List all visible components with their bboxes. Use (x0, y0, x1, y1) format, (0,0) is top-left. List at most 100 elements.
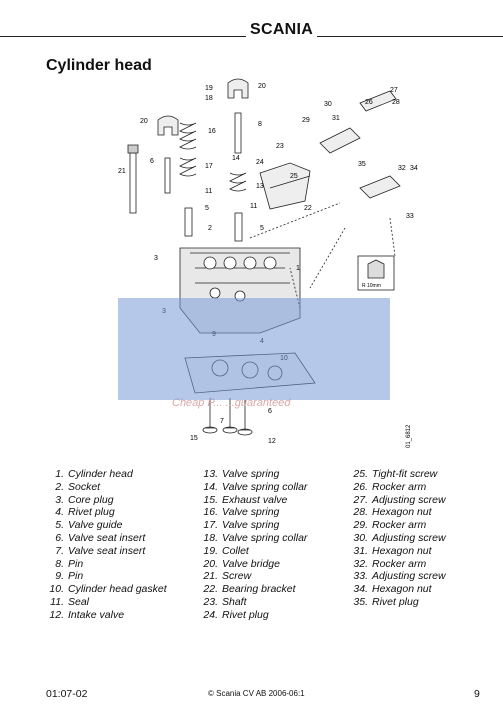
part-row: 24. Rivet plug (200, 609, 307, 622)
callout-number: 18 (205, 95, 213, 102)
part-row: 3. Core plug (46, 494, 167, 507)
part-name: Cylinder head (68, 468, 133, 480)
callout-number: 12 (268, 438, 276, 445)
callout-number: 35 (358, 161, 366, 168)
watermark-overlay (118, 298, 390, 400)
detail-label: R 10mm (362, 283, 381, 289)
part-name: Valve spring collar (222, 531, 308, 544)
part-name: Rocker arm (372, 519, 427, 532)
callout-number: 16 (208, 128, 216, 135)
part-number: 20. (203, 557, 218, 570)
callout-number: 6 (150, 158, 154, 165)
part-number: 15. (203, 493, 218, 506)
part-name: Cylinder head gasket (68, 583, 167, 596)
part-row: 5.Valve guide (46, 519, 167, 532)
part-name: Intake valve (68, 608, 125, 621)
valve-spring-17 (179, 157, 197, 177)
callout-number: 23 (276, 143, 284, 150)
part-name: Adjusting screw (372, 570, 446, 583)
part-row: 20. Valve bridge (200, 558, 307, 571)
part-name: Valve spring (222, 519, 280, 532)
callout-number: 25 (290, 173, 298, 180)
callout-number: 17 (205, 163, 213, 170)
part-name: Valve spring (222, 506, 280, 519)
part-number: 9. (55, 570, 64, 583)
part-number: 24. (203, 608, 218, 621)
part-name: Rocker arm (372, 557, 427, 570)
callout-number: 13 (256, 183, 264, 190)
part-row: 29. Rocker arm (350, 519, 446, 532)
part-row: 9.Pin (46, 570, 167, 583)
part-name: Socket (68, 480, 101, 493)
part-row: 21. Screw (200, 570, 307, 583)
part-row: 15. Exhaust valve (200, 494, 307, 507)
part-row: 31.Hexagon nut (350, 545, 446, 558)
part-name: Rocker arm (372, 480, 427, 493)
callout-number: 33 (406, 213, 414, 220)
part-name: Screw (222, 570, 252, 583)
part-name: Collet (222, 544, 249, 557)
callout-number: 1 (296, 265, 300, 272)
figure-reference: 01_6812 (406, 424, 412, 448)
part-name: Core plug (68, 493, 114, 506)
part-name: Seal (68, 595, 90, 608)
part-name: Adjusting screw (372, 531, 446, 544)
part-row: 11.Seal (46, 596, 167, 609)
part-row: 4.Rivet plug (46, 506, 167, 519)
part-name: Valve seat insert (68, 544, 146, 557)
part-row: 27.Adjusting screw (350, 493, 446, 507)
part-row: 17.Valve spring (200, 519, 307, 532)
copyright: © Scania CV AB 2006-06:1 (208, 689, 305, 698)
part-number: 7. (55, 544, 64, 557)
part-number: 18. (203, 531, 218, 544)
section-code: 01:07-02 (46, 688, 88, 700)
part-number: 33. (353, 570, 368, 583)
part-row: 22. Bearing bracket (200, 583, 307, 596)
part-number: 8. (55, 557, 64, 570)
callout-number: 34 (410, 165, 418, 172)
part-number: 5. (55, 519, 64, 532)
page-title: Cylinder head (46, 57, 152, 74)
part-row: 34.Hexagon nut (350, 583, 446, 596)
part-number: 3. (55, 493, 64, 506)
part-number: 14. (203, 480, 218, 493)
callout-number: 8 (258, 121, 262, 128)
callout-number: 14 (232, 155, 240, 162)
part-row: 19. Collet (200, 545, 307, 558)
part-number: 28. (353, 506, 368, 519)
part-number: 12. (49, 608, 64, 621)
part-row: 32. Rocker arm (350, 558, 446, 571)
part-number: 10. (49, 583, 64, 596)
brand-logo: SCANIA (246, 21, 318, 39)
callout-number: 27 (390, 87, 398, 94)
part-number: 22. (203, 583, 218, 596)
callout-number: 6 (268, 408, 272, 415)
callout-number: 3 (154, 255, 158, 262)
part-row: 14.Valve spring collar (200, 481, 307, 494)
part-number: 6. (55, 531, 64, 544)
valve-spring-16 (179, 122, 197, 150)
part-row: 7. Valve seat insert (46, 545, 167, 558)
exploded-view-diagram: 1918201681714242325131121652315394107615… (118, 78, 418, 448)
callout-number: 19 (205, 85, 213, 92)
callout-number: 5 (260, 225, 264, 232)
parts-list-column-3: 25.Tight-fit screw 26.Rocker arm 27.Adju… (350, 468, 446, 609)
part-row: 33. Adjusting screw (350, 570, 446, 583)
part-number: 19. (203, 544, 218, 557)
part-number: 16. (203, 506, 218, 519)
part-name: Valve spring (222, 468, 280, 480)
part-number: 32. (353, 557, 368, 570)
part-name: Adjusting screw (372, 493, 446, 506)
part-number: 23. (203, 595, 218, 608)
part-number: 21. (203, 570, 218, 583)
part-number: 25. (353, 468, 368, 480)
part-name: Bearing bracket (222, 583, 296, 596)
part-number: 29. (353, 519, 368, 532)
part-name: Rivet plug (222, 608, 269, 621)
part-name: Exhaust valve (222, 493, 288, 506)
part-number: 2. (55, 480, 64, 493)
part-name: Hexagon nut (372, 544, 432, 557)
part-row: 26.Rocker arm (350, 481, 446, 494)
part-name: Valve bridge (222, 557, 280, 570)
part-name: Pin (68, 557, 84, 570)
